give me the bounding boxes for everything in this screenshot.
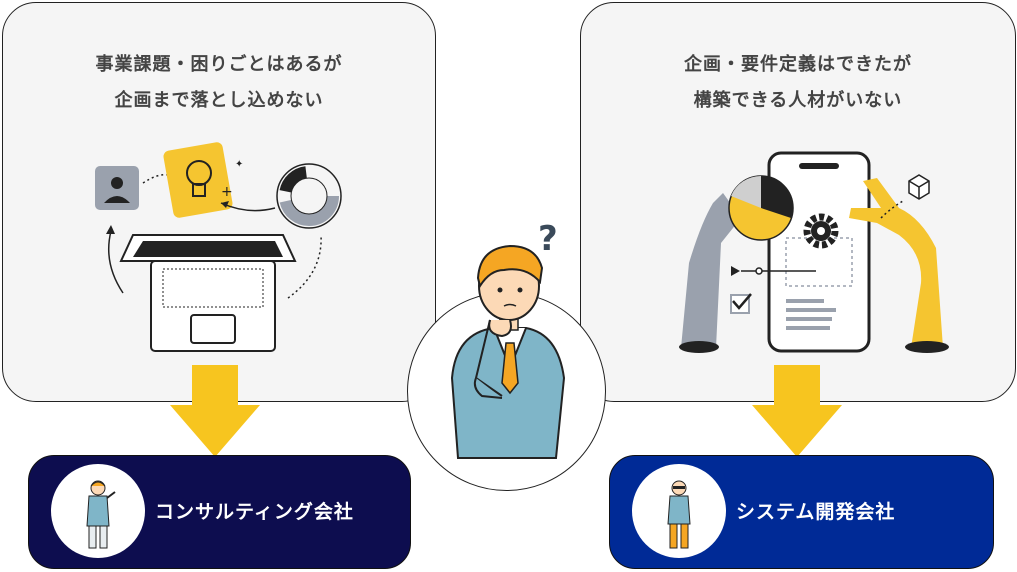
arrow-down-left-icon bbox=[170, 365, 260, 457]
system-company-box: システム開発会社 bbox=[609, 455, 994, 569]
engineer-avatar bbox=[632, 464, 726, 558]
thinking-person-illustration: ? bbox=[450, 219, 566, 459]
laptop-icon bbox=[119, 234, 297, 352]
gear-icon bbox=[803, 213, 839, 249]
panel-left-title: 事業課題・困りごとはあるが 企画まで落とし込めない bbox=[3, 47, 435, 119]
arrow-down-right-icon bbox=[752, 365, 842, 457]
checkbox-icon bbox=[730, 293, 752, 314]
problem-panel-right: 企画・要件定義はできたが 構築できる人材がいない bbox=[580, 2, 1016, 402]
consulting-company-label: コンサルティング会社 bbox=[155, 501, 354, 523]
question-mark-icon: ? bbox=[538, 219, 558, 259]
gray-hand bbox=[679, 193, 741, 353]
right-illustration bbox=[679, 151, 949, 353]
consultant-figure-icon bbox=[86, 480, 116, 549]
consultant-avatar bbox=[51, 464, 145, 558]
cube-icon bbox=[908, 174, 930, 200]
problem-panel-left: 事業課題・困りごとはあるが 企画まで落とし込めない + ✦ bbox=[2, 2, 436, 402]
engineer-figure-icon bbox=[667, 480, 691, 549]
consulting-company-box: コンサルティング会社 bbox=[28, 455, 411, 569]
svg-text:✦: ✦ bbox=[235, 159, 243, 170]
panel-right-line2: 構築できる人材がいない bbox=[693, 90, 903, 111]
pie-chart-icon bbox=[728, 175, 794, 241]
panel-right-line1: 企画・要件定義はできたが bbox=[684, 54, 912, 75]
panel-left-line2: 企画まで落とし込めない bbox=[114, 90, 324, 111]
left-illustration: + ✦ bbox=[95, 142, 342, 352]
panel-left-line1: 事業課題・困りごとはあるが bbox=[95, 54, 343, 75]
smartphone-icon bbox=[731, 151, 871, 353]
yellow-hand bbox=[849, 178, 949, 353]
svg-text:?: ? bbox=[538, 219, 558, 259]
user-card-icon bbox=[95, 166, 139, 210]
donut-chart-icon bbox=[276, 163, 342, 229]
system-company-label: システム開発会社 bbox=[736, 501, 896, 523]
svg-text:+: + bbox=[221, 184, 233, 200]
lightbulb-icon: + ✦ bbox=[163, 142, 243, 218]
panel-right-title: 企画・要件定義はできたが 構築できる人材がいない bbox=[581, 47, 1015, 119]
